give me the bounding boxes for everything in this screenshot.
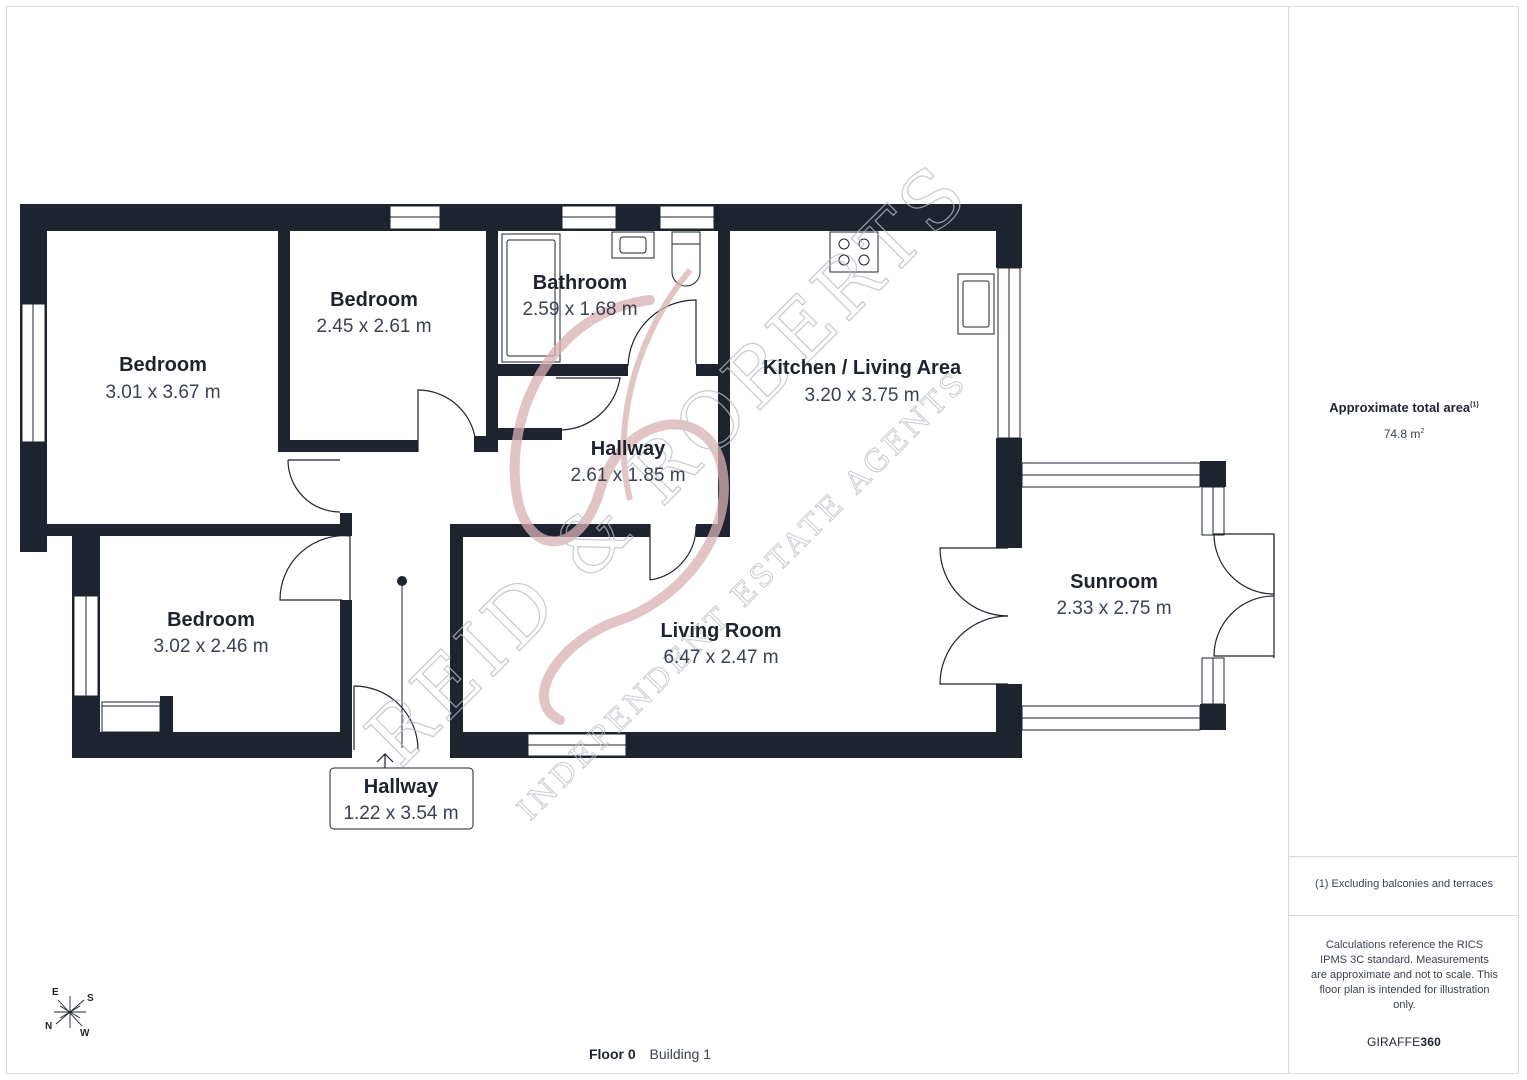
brand-name: GIRAFFE	[1366, 1035, 1421, 1049]
brand-number: 360	[1420, 1035, 1442, 1049]
compass-west-label: W	[80, 1028, 90, 1039]
room-label-bedroom-1: Bedroom 3.01 x 3.67 m	[105, 354, 220, 403]
watermark: REID & ROBERTS INDEPENDENT ESTATE AGENTS	[349, 145, 988, 828]
disclaimer: Calculations reference the RICS IPMS 3C …	[1311, 939, 1498, 1011]
room-name: Hallway	[364, 776, 439, 798]
room-label-bedroom-2: Bedroom 2.45 x 2.61 m	[316, 289, 431, 337]
compass-east-label: E	[52, 987, 59, 998]
room-dims: 6.47 x 2.47 m	[663, 647, 778, 668]
windows	[21, 205, 1225, 757]
compass-icon: E S N W	[45, 987, 94, 1039]
floor-number: Floor 0	[588, 1046, 636, 1062]
fixtures	[101, 231, 995, 733]
area-unit-superscript: 2	[1420, 428, 1425, 435]
drawing-frame	[6, 6, 1519, 1074]
ceiling-light	[397, 576, 407, 748]
room-name: Bedroom	[330, 289, 418, 311]
room-label-hallway-inner: Hallway 2.61 x 1.85 m	[570, 438, 685, 486]
info-sidebar: Approximate total area(1) 74.8 m2 (1) Ex…	[1288, 6, 1519, 1074]
kitchen-sink	[957, 273, 995, 335]
room-dims: 3.01 x 3.67 m	[105, 382, 220, 403]
room-name: Bathroom	[533, 272, 627, 294]
room-name: Kitchen / Living Area	[763, 357, 962, 379]
room-label-living: Living Room 6.47 x 2.47 m	[660, 620, 781, 668]
floor-caption: Floor 0 Building 1	[500, 1046, 800, 1062]
compass-south-label: S	[87, 993, 94, 1004]
bathtub	[501, 233, 561, 363]
room-name: Living Room	[660, 620, 781, 642]
floor-plan: REID & ROBERTS INDEPENDENT ESTATE AGENTS…	[20, 145, 1275, 1039]
divider	[1289, 856, 1519, 857]
area-label: Approximate total area(1)	[1289, 400, 1519, 415]
hob	[829, 231, 879, 273]
room-label-bedroom-3: Bedroom 3.02 x 2.46 m	[153, 609, 268, 657]
room-name: Bedroom	[167, 609, 255, 631]
room-dims: 1.22 x 3.54 m	[343, 803, 458, 824]
area-value: 74.8 m2	[1289, 427, 1519, 441]
room-label-hallway-entry: Hallway 1.22 x 3.54 m	[329, 767, 474, 830]
room-dims: 2.45 x 2.61 m	[316, 316, 431, 337]
room-label-kitchen: Kitchen / Living Area 3.20 x 3.75 m	[763, 357, 962, 406]
building-number: Building 1	[649, 1046, 712, 1062]
room-dims: 3.20 x 3.75 m	[804, 385, 919, 406]
entrance-arrow	[376, 753, 394, 770]
room-label-bathroom: Bathroom 2.59 x 1.68 m	[522, 272, 637, 320]
brand-logo: GIRAFFE360	[1289, 1035, 1519, 1049]
room-name: Bedroom	[119, 354, 207, 376]
basin	[611, 231, 655, 259]
watermark-monogram	[509, 295, 729, 725]
footnote: (1) Excluding balconies and terraces	[1315, 878, 1493, 890]
divider	[1289, 915, 1519, 916]
room-dims: 2.59 x 1.68 m	[522, 299, 637, 320]
room-dims: 2.61 x 1.85 m	[570, 465, 685, 486]
wardrobe	[101, 701, 161, 733]
room-name: Sunroom	[1070, 571, 1158, 593]
room-dims: 3.02 x 2.46 m	[153, 636, 268, 657]
room-label-sunroom: Sunroom 2.33 x 2.75 m	[1056, 571, 1171, 619]
room-name: Hallway	[591, 438, 666, 460]
area-label-footnote-ref: (1)	[1470, 401, 1479, 409]
area-label-text: Approximate total area	[1329, 400, 1471, 415]
doors	[279, 299, 1275, 751]
walls	[20, 204, 1226, 758]
bath-inner	[506, 239, 556, 357]
room-dims: 2.33 x 2.75 m	[1056, 598, 1171, 619]
area-value-text: 74.8 m	[1383, 427, 1421, 441]
compass-north-label: N	[45, 1021, 52, 1032]
toilet-cistern	[671, 231, 701, 245]
